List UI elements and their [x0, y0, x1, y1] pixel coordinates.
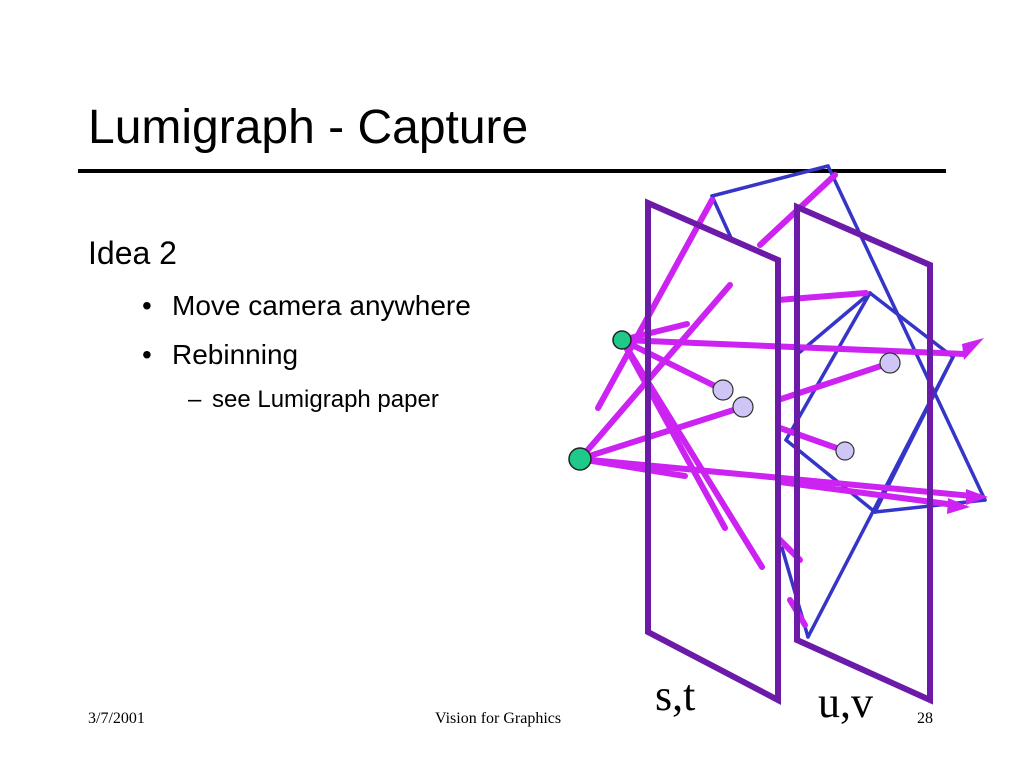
frustum-line: [826, 164, 987, 502]
camera-point: [568, 447, 592, 471]
title-underline: [78, 169, 946, 173]
ray: [619, 321, 690, 343]
camera-points: [568, 330, 632, 471]
frustum-line: [868, 291, 955, 359]
bullet-text: Move camera anywhere: [172, 290, 471, 321]
ray: [619, 337, 726, 393]
slide-title: Lumigraph - Capture: [88, 101, 529, 154]
plane-uv-label: u,v: [818, 678, 873, 727]
plane-st: [645, 198, 781, 705]
planes: [645, 198, 933, 705]
ray: [777, 479, 958, 508]
ray: [577, 404, 746, 462]
footer-course: Vision for Graphics: [435, 710, 562, 727]
arrowhead-icon: [966, 489, 988, 505]
sub-bullet-text: see Lumigraph paper: [212, 386, 439, 413]
ray-lines: [577, 172, 975, 628]
footer-page-number: 28: [917, 710, 933, 727]
dash-glyph: –: [188, 386, 202, 413]
bullet-item: • Rebinning: [142, 339, 299, 370]
sample-point: [835, 441, 855, 461]
plane-st-label: s,t: [655, 671, 696, 720]
sub-bullet-item: – see Lumigraph paper: [188, 386, 439, 413]
arrowhead-icon: [962, 338, 984, 360]
sample-point: [712, 379, 734, 401]
sample-point: [732, 396, 754, 418]
ray: [775, 290, 869, 303]
bullet-item: • Move camera anywhere: [142, 290, 471, 321]
ray: [777, 425, 848, 454]
camera-point: [612, 330, 632, 350]
arrowhead-icon: [947, 498, 970, 514]
frustum-line: [710, 194, 734, 242]
frustum-line: [710, 164, 830, 198]
footer-date: 3/7/2001: [88, 710, 145, 727]
frustum-lines: [710, 164, 987, 639]
bullet-text: Rebinning: [172, 339, 299, 370]
bullet-glyph: •: [142, 290, 152, 321]
ray: [577, 282, 733, 462]
sample-points: [712, 352, 901, 461]
sample-point: [879, 352, 901, 374]
heading-idea: Idea 2: [88, 235, 177, 271]
frustum-line: [784, 438, 877, 514]
plane-uv: [794, 202, 933, 705]
bullet-glyph: •: [142, 339, 152, 370]
ray-arrowheads: [947, 338, 988, 514]
frustum-line: [798, 291, 872, 354]
ray: [595, 197, 715, 411]
